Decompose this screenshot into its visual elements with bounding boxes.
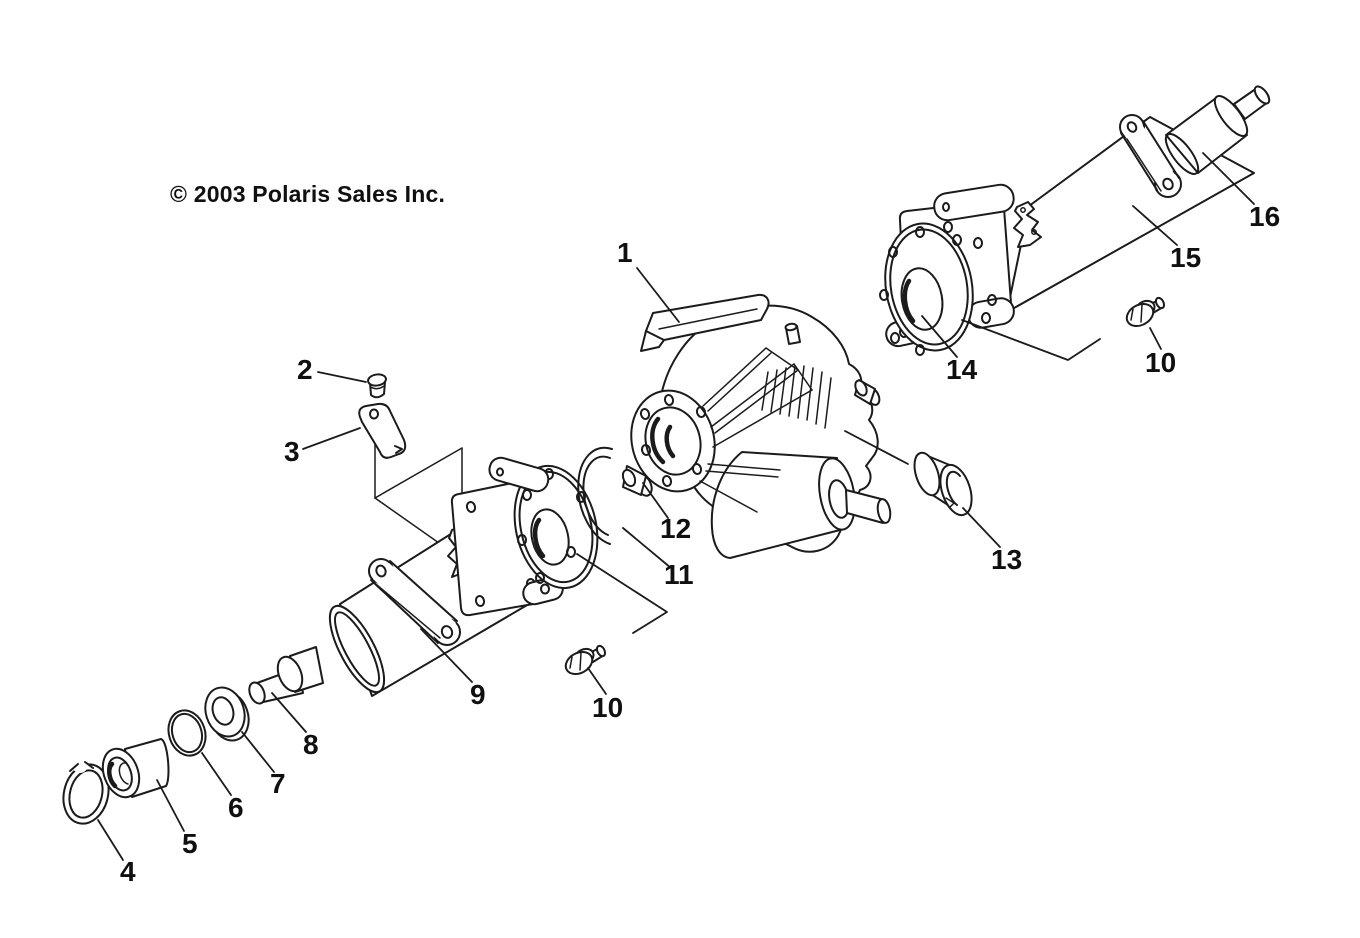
tube-bracket-left [368, 558, 461, 646]
callout-4: 4 [120, 856, 136, 887]
oring-drawing [167, 709, 207, 757]
bolt-left-drawing [564, 644, 607, 676]
seal-ring-drawing [577, 446, 613, 545]
tube-bracket-right [1119, 114, 1182, 198]
callout-11: 11 [664, 559, 694, 590]
round-flange-right [879, 222, 974, 356]
output-cylinder [710, 451, 841, 559]
callout-7: 7 [270, 768, 286, 799]
front-flange [630, 389, 716, 493]
callout-16: 16 [1249, 201, 1281, 232]
mounting-bar [640, 293, 770, 352]
gearcase-drawing [630, 293, 892, 559]
bolt-right-drawing [1125, 296, 1166, 328]
round-flange-left [513, 464, 599, 590]
weld-clip-right [1013, 201, 1042, 248]
callout-15: 15 [1170, 242, 1202, 273]
callout-5: 5 [182, 828, 198, 859]
callout-13: 13 [991, 544, 1023, 575]
dowel-pin-front [621, 465, 653, 497]
output-shaft-right [1164, 85, 1271, 175]
assembly-lines [576, 319, 1101, 634]
rivet-drawing [367, 373, 387, 399]
callout-10-right: 10 [1145, 347, 1177, 378]
callout-12: 12 [660, 513, 692, 544]
callout-10-left: 10 [592, 692, 624, 723]
snap-ring-drawing [62, 757, 110, 825]
callout-1: 1 [617, 237, 633, 268]
callout-6: 6 [228, 792, 244, 823]
hatch-lines [761, 365, 832, 429]
copyright-notice: © 2003 Polaris Sales Inc. [170, 181, 446, 207]
top-lug-left [488, 456, 550, 493]
bearing-drawing [101, 738, 170, 799]
callout-9: 9 [470, 679, 486, 710]
callout-2: 2 [297, 354, 313, 385]
stub-shaft-drawing [248, 646, 324, 705]
bearing-cup-drawing [913, 451, 973, 517]
washer-drawing [204, 686, 250, 742]
callout-14: 14 [946, 354, 978, 385]
leader-lines [97, 152, 1255, 861]
breather-nipple [784, 322, 801, 345]
rib-lines [699, 347, 813, 513]
top-lug-right [933, 183, 1015, 222]
callout-3: 3 [284, 436, 300, 467]
callout-8: 8 [303, 729, 319, 760]
retainer-clip-drawing [358, 402, 407, 459]
dowel-pin-rear [854, 379, 881, 406]
